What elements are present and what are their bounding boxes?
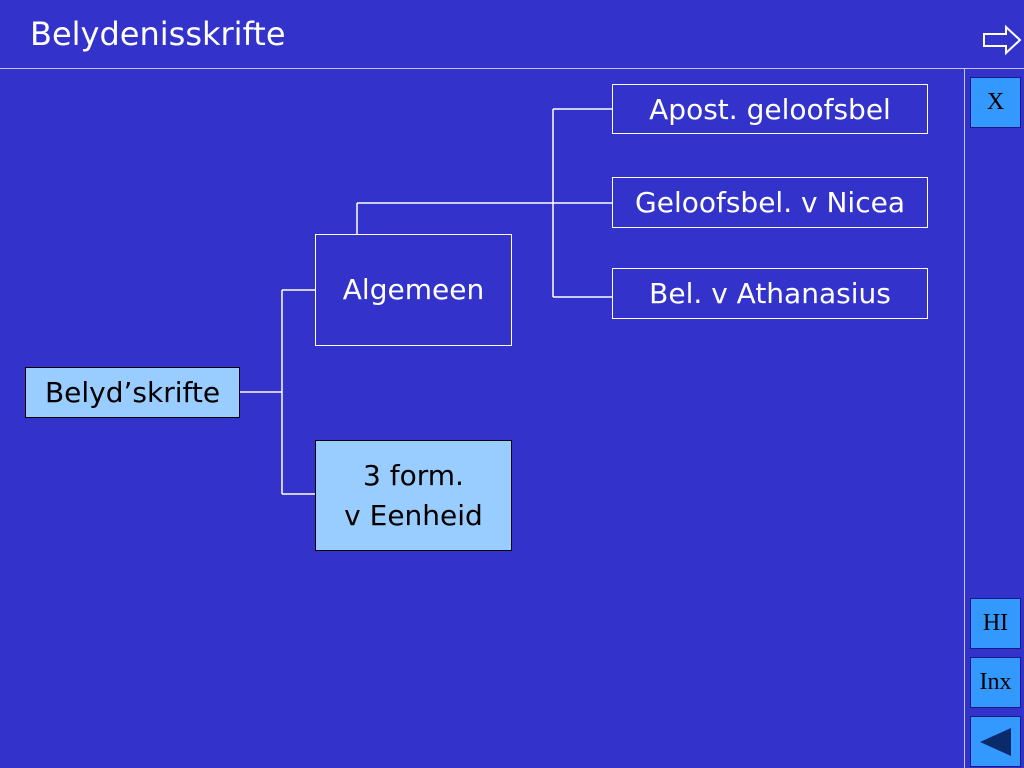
close-button-label: X xyxy=(986,89,1005,115)
node-bel-athanasius-label: Bel. v Athanasius xyxy=(649,277,891,310)
node-apost-geloofsbel-label: Apost. geloofsbel xyxy=(649,92,891,126)
header-divider xyxy=(0,68,1024,69)
node-algemeen-label: Algemeen xyxy=(342,273,485,306)
node-algemeen[interactable]: Algemeen xyxy=(315,234,512,346)
back-button[interactable] xyxy=(970,716,1021,767)
right-arrow-icon[interactable] xyxy=(982,24,1022,56)
sidebar-divider xyxy=(964,68,965,768)
inx-button-label: Inx xyxy=(979,669,1012,695)
node-drie-formuliere-line2: v Eenheid xyxy=(344,498,483,532)
node-drie-formuliere-label: 3 form. v Eenheid xyxy=(344,456,483,536)
node-apost-geloofsbel[interactable]: Apost. geloofsbel xyxy=(612,84,928,134)
node-belydskrifte-label: Belyd’skrifte xyxy=(44,376,221,409)
node-drie-formuliere-line1: 3 form. xyxy=(363,458,464,492)
node-drie-formuliere[interactable]: 3 form. v Eenheid xyxy=(315,440,512,551)
node-belydskrifte[interactable]: Belyd’skrifte xyxy=(25,367,240,418)
close-button[interactable]: X xyxy=(970,77,1021,128)
inx-button[interactable]: Inx xyxy=(970,657,1021,708)
node-geloofsbel-nicea[interactable]: Geloofsbel. v Nicea xyxy=(612,177,928,228)
hi-button[interactable]: HI xyxy=(970,598,1021,649)
node-geloofsbel-nicea-label: Geloofsbel. v Nicea xyxy=(635,186,905,219)
page-title: Belydenisskrifte xyxy=(30,15,286,53)
hi-button-label: HI xyxy=(982,610,1009,636)
left-triangle-icon xyxy=(979,727,1011,756)
node-bel-athanasius[interactable]: Bel. v Athanasius xyxy=(612,268,928,319)
